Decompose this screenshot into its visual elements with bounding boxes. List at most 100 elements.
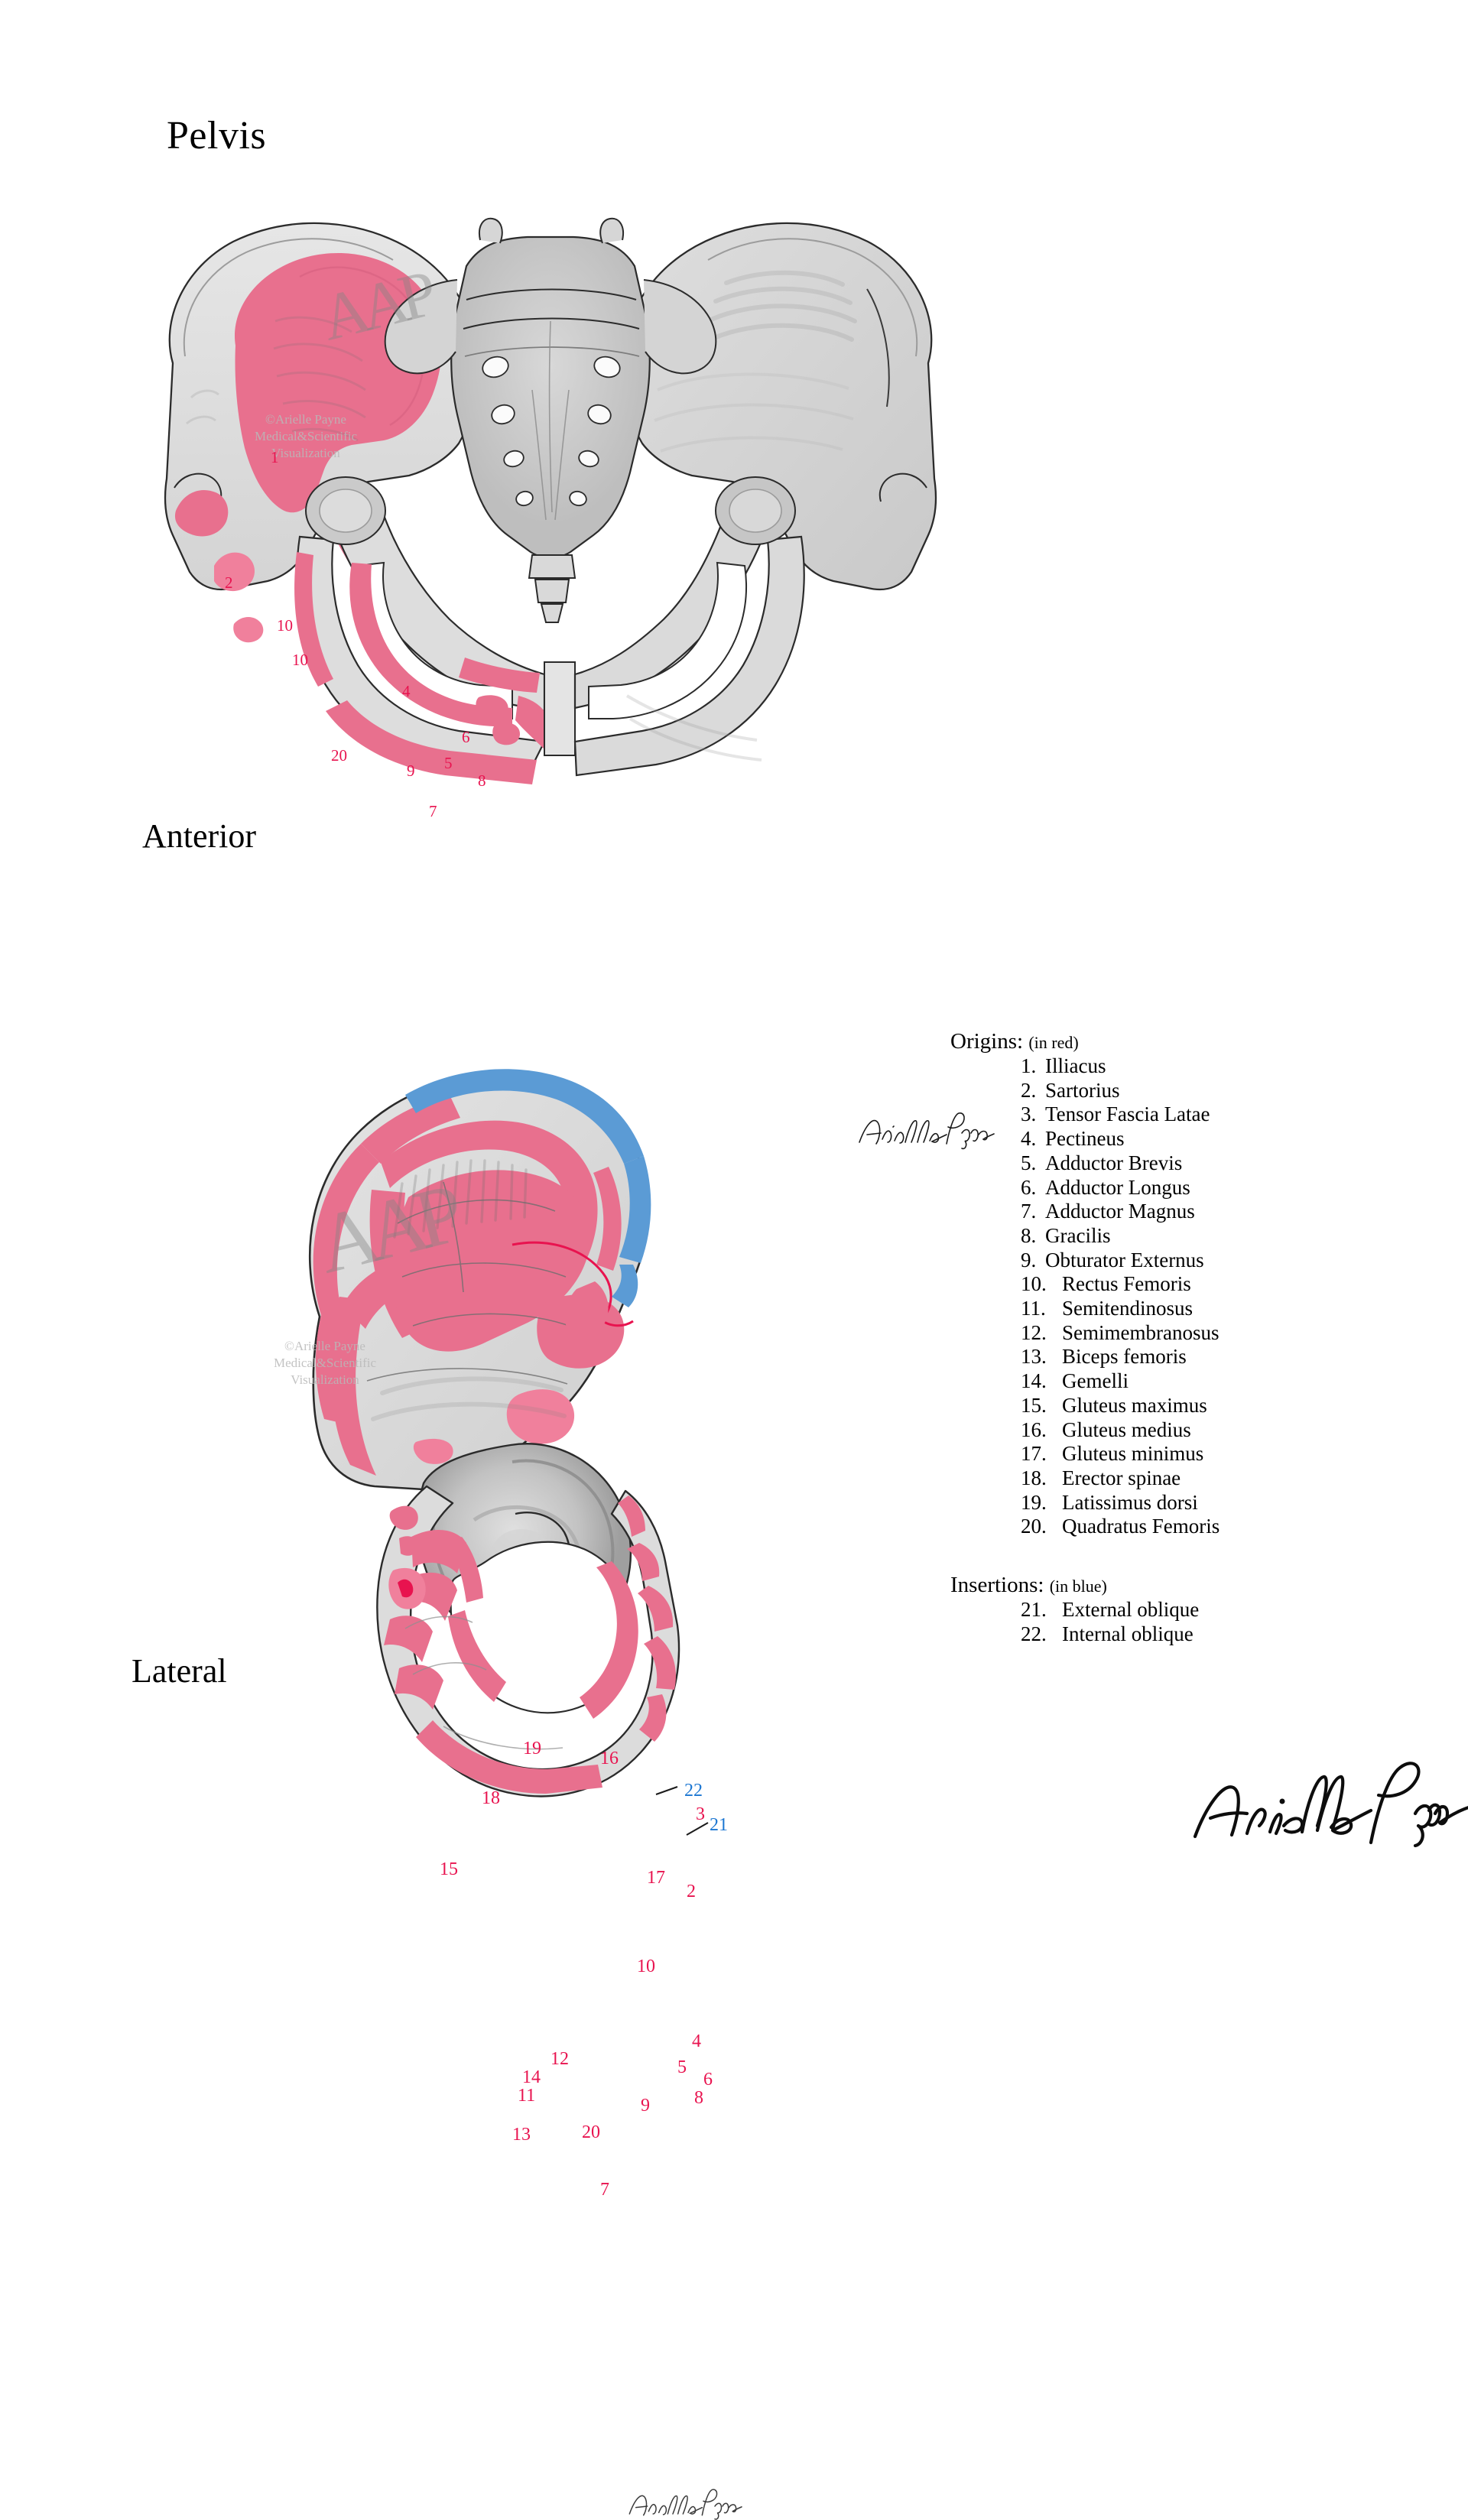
origins-heading-note: (in red) (1028, 1033, 1079, 1052)
origin-item: 2. Sartorius (1021, 1079, 1455, 1103)
insertion-item: 21.External oblique (1021, 1598, 1455, 1622)
lateral-marker-10: 10 (637, 1957, 655, 1976)
origin-item-number: 14. (1021, 1369, 1047, 1393)
origin-item-label: Illiacus (1045, 1054, 1106, 1077)
insertion-item-label: External oblique (1062, 1598, 1200, 1622)
origin-item-label: Gluteus maximus (1062, 1393, 1207, 1417)
origin-item-number: 6. (1021, 1175, 1037, 1199)
origin-item-number: 4. (1021, 1127, 1037, 1151)
acetabulum-right-anterior (715, 476, 796, 545)
insertions-legend-block: Insertions: (in blue) 21.External obliqu… (950, 1574, 1455, 1646)
page-title: Pelvis (167, 114, 267, 158)
origin-item-label: Semimembranosus (1062, 1320, 1220, 1344)
origin-item-label: Tensor Fascia Latae (1045, 1102, 1210, 1126)
lateral-marker-14: 14 (522, 2067, 541, 2087)
origin-item-number: 18. (1021, 1466, 1047, 1489)
origin-item-number: 9. (1021, 1248, 1037, 1271)
origin-item: 4. Pectineus (1021, 1127, 1455, 1151)
origin-item: 5. Adductor Brevis (1021, 1151, 1455, 1176)
insertions-heading-text: Insertions: (950, 1573, 1044, 1598)
origin-item: 10. Rectus Femoris (1021, 1272, 1455, 1297)
origin-item-label: Rectus Femoris (1062, 1272, 1191, 1296)
anterior-view-label: Anterior (142, 817, 257, 855)
origins-heading: Origins: (in red) (950, 1031, 1455, 1053)
origin-item: 3. Tensor Fascia Latae (1021, 1102, 1455, 1127)
illustration-page: Pelvis (99, 114, 1468, 2520)
artist-signature-anterior (859, 1112, 995, 1150)
origins-list: 1. Illiacus 2. Sartorius 3. Tensor Fascia Lat… (950, 1054, 1455, 1539)
origin-item-label: Pectineus (1045, 1127, 1125, 1151)
origin-item-label: Erector spinae (1062, 1466, 1181, 1489)
copyright-watermark-anterior: ©Arielle Payne Medical&Scientific Visual… (254, 412, 358, 460)
origin-item-label: Sartorius (1045, 1078, 1120, 1102)
anterior-pelvis-figure: ©Arielle Payne Medical&Scientific Visual… (99, 206, 1002, 1150)
origin-item: 15. Gluteus maximus (1021, 1394, 1455, 1418)
origin-item: 7. Adductor Magnus (1021, 1200, 1455, 1224)
origin-item: 1. Illiacus (1021, 1054, 1455, 1079)
origin-item-label: Latissimus dorsi (1062, 1490, 1198, 1514)
origin-item-label: Semitendinosus (1062, 1297, 1194, 1320)
origin-item: 9. Obturator Externus (1021, 1249, 1455, 1273)
origin-item-label: Adductor Brevis (1045, 1151, 1183, 1174)
origin-item-number: 11. (1021, 1297, 1046, 1320)
insertion-item-number: 22. (1021, 1622, 1047, 1645)
insertion-external-oblique (619, 1156, 651, 1263)
origin-item-number: 16. (1021, 1418, 1047, 1441)
insertions-heading: Insertions: (in blue) (950, 1574, 1455, 1596)
origin-item-number: 5. (1021, 1151, 1037, 1174)
artist-signature-main (1193, 1762, 1468, 1848)
lateral-marker-12: 12 (550, 2049, 569, 2069)
origin-item-label: Gemelli (1062, 1369, 1129, 1393)
origin-item-label: Obturator Externus (1045, 1248, 1204, 1271)
origin-item: 17. Gluteus minimus (1021, 1442, 1455, 1466)
lateral-marker-13: 13 (512, 2125, 531, 2145)
insertion-internal-oblique (405, 1069, 644, 1164)
origin-item-label: Biceps femoris (1062, 1345, 1187, 1369)
origin-item-number: 1. (1021, 1054, 1037, 1077)
anterior-pelvis-drawing (164, 217, 937, 784)
lateral-view-label: Lateral (132, 1652, 227, 1690)
lateral-marker-11: 11 (518, 2086, 536, 2106)
acetabulum-left-anterior (305, 476, 386, 545)
origin-item-number: 8. (1021, 1223, 1037, 1247)
origin-item-number: 15. (1021, 1393, 1047, 1417)
origin-item-number: 2. (1021, 1078, 1037, 1102)
origin-item: 20. Quadratus Femoris (1021, 1515, 1455, 1539)
lateral-marker-7: 7 (600, 2180, 609, 2200)
origin-item: 13. Biceps femoris (1021, 1345, 1455, 1369)
origin-item: 14. Gemelli (1021, 1369, 1455, 1394)
origin-item-label: Gluteus minimus (1062, 1442, 1204, 1466)
anterior-marker-7: 7 (429, 802, 437, 820)
lateral-hip-bone-drawing (308, 1069, 680, 1797)
insertion-item-label: Internal oblique (1062, 1622, 1194, 1645)
origin-item: 8.Gracilis (1021, 1224, 1455, 1249)
origin-item-number: 3. (1021, 1102, 1037, 1126)
origin-item-label: Quadratus Femoris (1062, 1515, 1220, 1538)
lateral-marker-8: 8 (694, 2088, 703, 2108)
lateral-marker-6: 6 (703, 2070, 713, 2090)
origin-item-label: Gluteus medius (1062, 1418, 1191, 1441)
origin-item: 16. Gluteus medius (1021, 1418, 1455, 1443)
lateral-ilium (308, 1069, 651, 1491)
lateral-marker-9: 9 (641, 2096, 650, 2116)
origin-item-number: 20. (1021, 1515, 1047, 1538)
origin-item-label: Adductor Magnus (1045, 1200, 1195, 1223)
origin-item: 19.Latissimus dorsi (1021, 1491, 1455, 1515)
origin-item-number: 13. (1021, 1345, 1047, 1369)
lateral-pelvis-figure: ©Arielle Payne Medical&Scientific Visual… (252, 1047, 742, 2520)
insertions-heading-note: (in blue) (1049, 1577, 1107, 1596)
lateral-marker-20: 20 (582, 2122, 600, 2142)
origin-item: 12.Semimembranosus (1021, 1321, 1455, 1346)
origin-item-number: 10. (1021, 1272, 1047, 1296)
origin-item-number: 17. (1021, 1442, 1047, 1466)
left-pubis-ischium-anterior (294, 509, 805, 784)
artist-signature-lateral (628, 2489, 742, 2520)
copyright-watermark-lateral: ©Arielle Payne Medical&Scientific Visual… (273, 1339, 377, 1387)
origin-item: 11. Semitendinosus (1021, 1297, 1455, 1321)
origin-item-number: 7. (1021, 1200, 1037, 1223)
sacrum-coccyx (384, 217, 717, 623)
origin-item-label: Adductor Longus (1045, 1175, 1190, 1199)
